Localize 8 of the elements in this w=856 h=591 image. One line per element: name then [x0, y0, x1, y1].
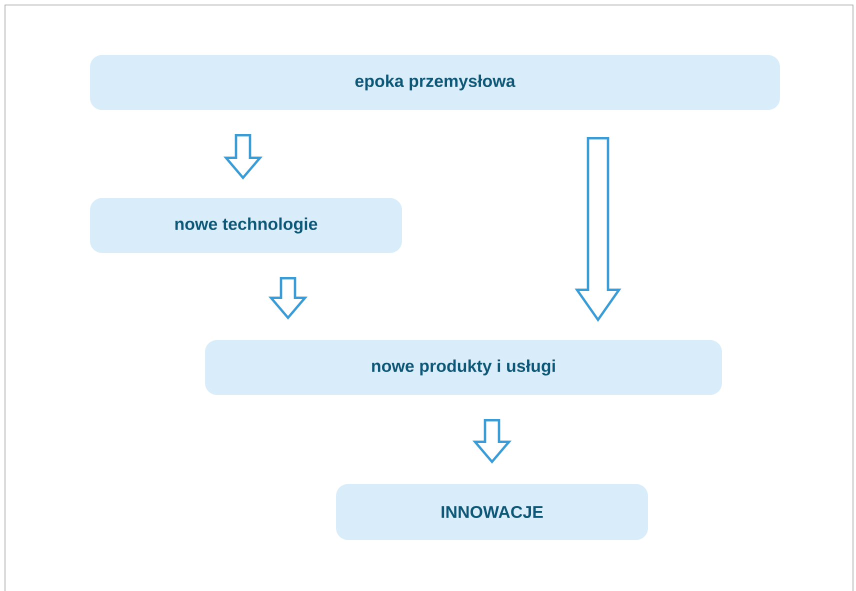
block-arrow: [472, 418, 512, 464]
process-box: epoka przemysłowa: [90, 55, 780, 110]
block-arrow: [574, 137, 622, 322]
process-box: nowe technologie: [90, 198, 402, 253]
process-box: INNOWACJE: [336, 484, 648, 540]
process-box: nowe produkty i usługi: [205, 340, 722, 395]
block-arrow: [268, 277, 308, 320]
block-arrow: [223, 134, 263, 180]
